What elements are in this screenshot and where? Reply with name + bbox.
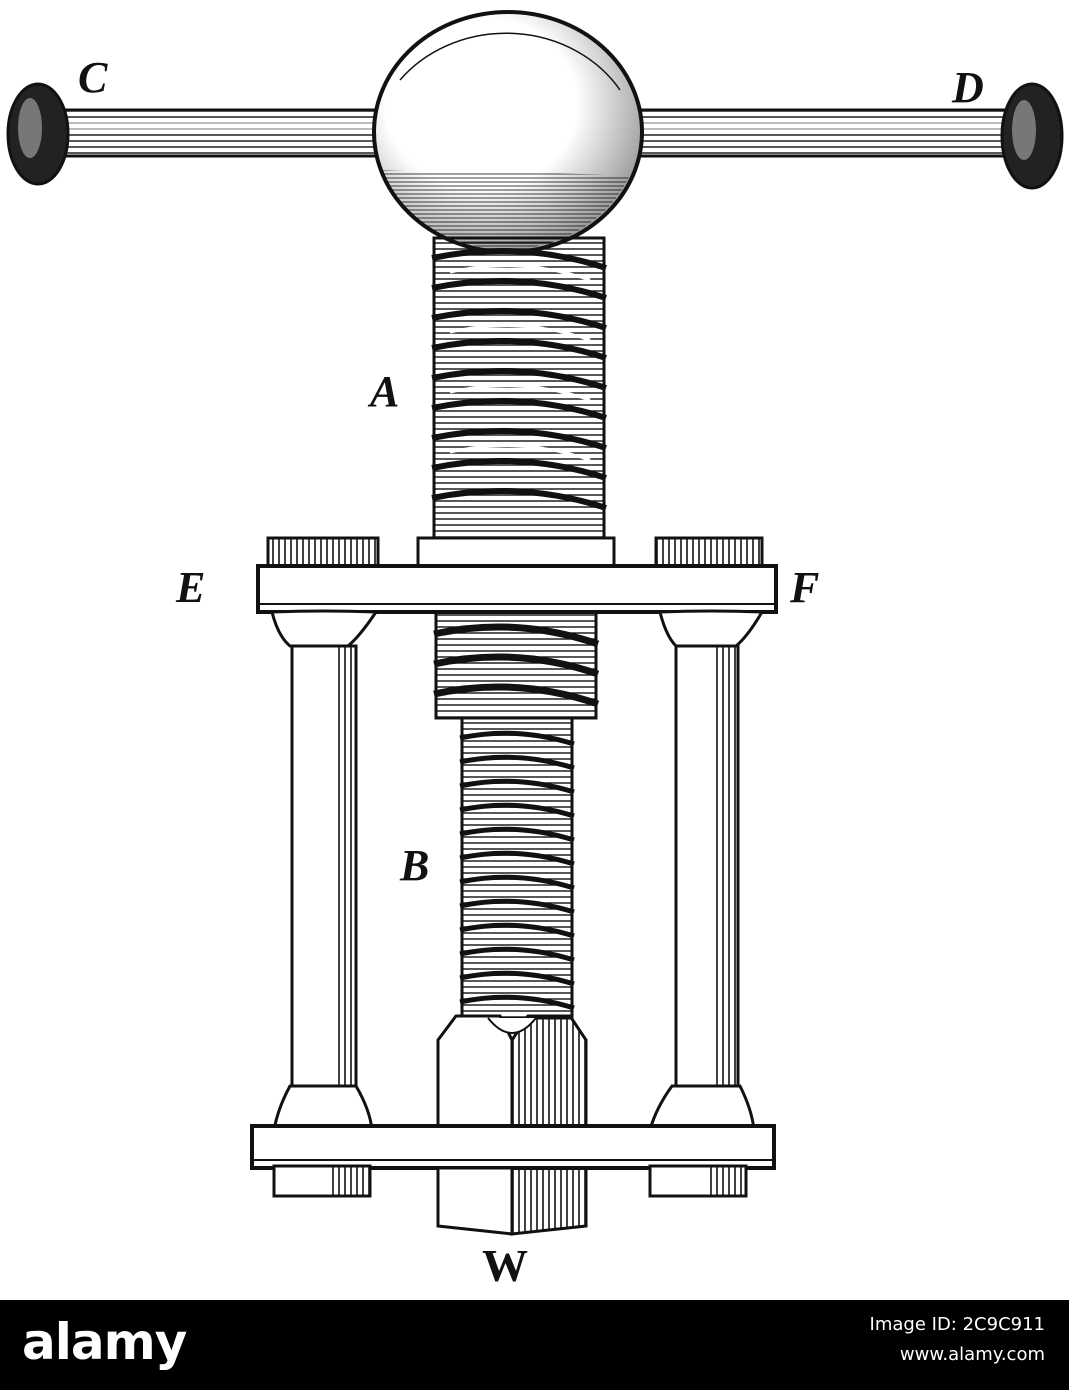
site-url: www.alamy.com (899, 1344, 1045, 1365)
ram-tip (436, 1166, 588, 1236)
image-id-block: Image ID: 2C9C911 www.alamy.com (870, 1310, 1045, 1370)
upper-screw-a (431, 236, 607, 540)
screw-ball-head (372, 10, 644, 254)
alamy-wordmark: alamy (22, 1313, 187, 1371)
upper-crossbar-ef (256, 536, 778, 614)
handle-knob-left (6, 82, 70, 186)
label-a: A (370, 367, 400, 416)
label-f: F (790, 563, 820, 612)
left-column (270, 609, 379, 1132)
label-b: B (400, 841, 430, 890)
lower-screw-b (459, 716, 575, 1020)
alamy-logo: alamy (22, 1312, 187, 1372)
label-e: E (176, 563, 206, 612)
label-d: D (952, 63, 984, 112)
label-w: W (482, 1240, 528, 1291)
handle-knob-right (1000, 82, 1064, 190)
lower-crossbar (250, 1124, 776, 1198)
image-id: Image ID: 2C9C911 (869, 1314, 1045, 1335)
screw-press-illustration (6, 10, 1064, 1236)
stock-photo-footer: alamy Image ID: 2C9C911 www.alamy.com (0, 1300, 1069, 1390)
label-c: C (78, 53, 108, 102)
middle-screw (433, 610, 600, 720)
ram-plunger (436, 1014, 588, 1134)
right-column (648, 609, 765, 1132)
